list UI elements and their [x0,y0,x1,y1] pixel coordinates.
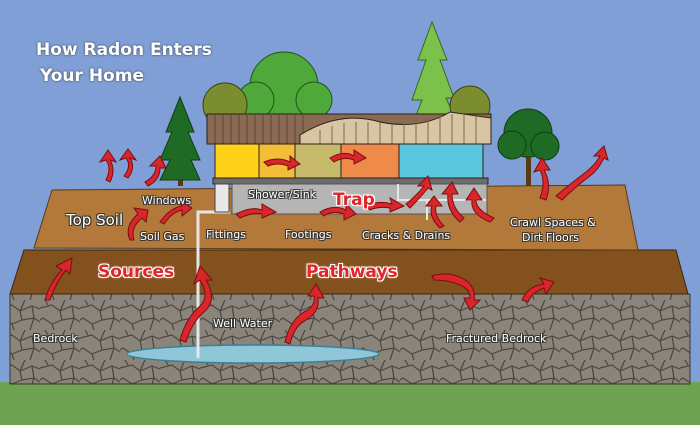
label-top-soil: Top Soil [66,211,124,229]
label-pathways: Pathways [306,262,398,282]
round-tree-center [237,51,333,121]
subsoil-layer [9,249,689,295]
label-bedrock: Bedrock [33,332,78,345]
label-crawl-spaces: Crawl Spaces & [510,216,596,229]
well-water-pool [126,344,380,364]
label-sources: Sources [98,262,175,282]
diagram-title: How Radon Enters Your Home [36,37,212,89]
title-line-1: How Radon Enters [36,40,212,60]
label-well-water: Well Water [213,317,273,330]
grass-ground [0,382,700,425]
label-footings: Footings [285,228,332,241]
label-cracks-drains: Cracks & Drains [362,229,451,242]
house [206,111,492,220]
label-dirt-floors: Dirt Floors [522,231,579,244]
oak-tree-right [497,108,560,186]
label-windows: Windows [142,194,192,207]
pine-tree-left [159,95,201,186]
label-fractured-bedrock: Fractured Bedrock [446,332,547,345]
bedrock-layer [9,293,691,385]
label-trap: Trap [333,190,375,210]
title-line-2: Your Home [40,66,144,86]
label-soil-gas: Soil Gas [140,230,185,243]
radon-arrows [44,145,609,345]
label-fittings: Fittings [206,228,246,241]
label-shower-sink: Shower/Sink [248,188,317,201]
tall-tree [411,20,456,119]
